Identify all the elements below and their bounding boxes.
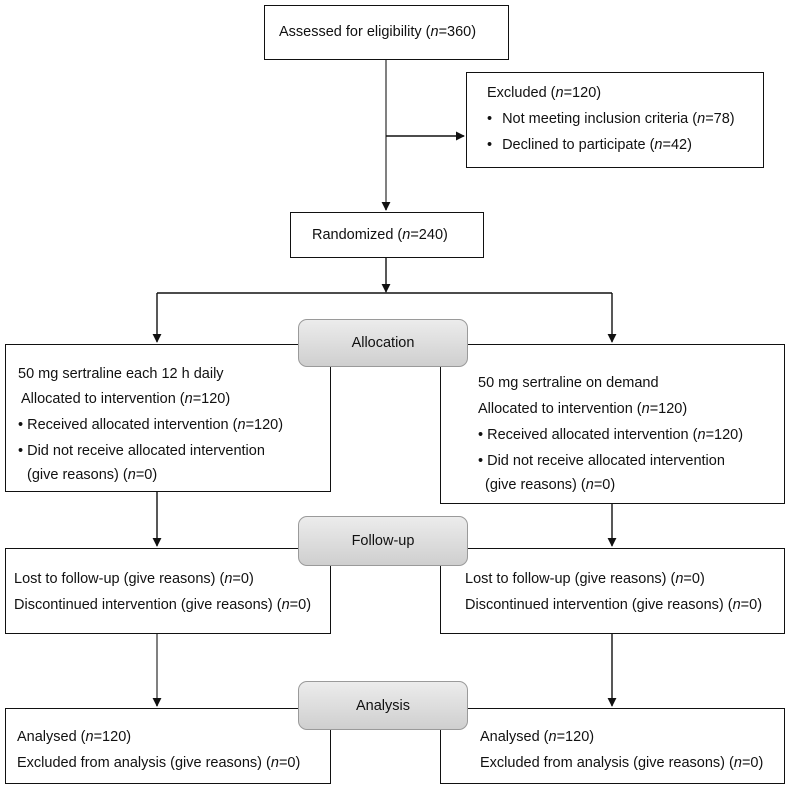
assessed-label: Assessed for eligibility (n=360) bbox=[279, 24, 477, 40]
right-not-received-reasons: (give reasons) (n=0) bbox=[485, 477, 616, 493]
randomized-label: Randomized (n=240) bbox=[312, 227, 448, 243]
right-allocated-count: Allocated to intervention (n=120) bbox=[478, 401, 688, 417]
left-not-received-reasons: (give reasons) (n=0) bbox=[27, 467, 158, 483]
right-analysis-box: Analysed (n=120) Excluded from analysis … bbox=[440, 708, 785, 784]
right-excluded-analysis: Excluded from analysis (give reasons) (n… bbox=[480, 755, 764, 771]
left-analysis-box: Analysed (n=120) Excluded from analysis … bbox=[5, 708, 331, 784]
right-not-received: • Did not receive allocated intervention bbox=[478, 453, 725, 469]
left-received-count: • Received allocated intervention (n=120… bbox=[18, 417, 284, 433]
stage-analysis: Analysis bbox=[298, 681, 468, 730]
excluded-title: Excluded (n=120) bbox=[487, 85, 602, 101]
left-discontinued: Discontinued intervention (give reasons)… bbox=[14, 597, 312, 613]
randomized-box: Randomized (n=240) bbox=[290, 212, 484, 258]
stage-allocation: Allocation bbox=[298, 319, 468, 367]
left-analysed-count: Analysed (n=120) bbox=[17, 729, 132, 745]
right-discontinued: Discontinued intervention (give reasons)… bbox=[465, 597, 763, 613]
bullet-icon: • bbox=[487, 137, 493, 153]
right-received-count: • Received allocated intervention (n=120… bbox=[478, 427, 744, 443]
left-allocated-count: Allocated to intervention (n=120) bbox=[21, 391, 231, 407]
stage-followup: Follow-up bbox=[298, 516, 468, 566]
bullet-icon: • bbox=[487, 111, 493, 127]
excluded-box: Excluded (n=120) •Not meeting inclusion … bbox=[466, 72, 764, 168]
left-not-received: • Did not receive allocated intervention bbox=[18, 443, 265, 459]
right-allocation-box: 50 mg sertraline on demand Allocated to … bbox=[440, 344, 785, 504]
right-allocation-title: 50 mg sertraline on demand bbox=[478, 375, 659, 391]
left-excluded-analysis: Excluded from analysis (give reasons) (n… bbox=[17, 755, 301, 771]
excluded-item-declined: •Declined to participate (n=42) bbox=[487, 137, 692, 153]
excluded-item-not-meeting: •Not meeting inclusion criteria (n=78) bbox=[487, 111, 735, 127]
left-lost-followup: Lost to follow-up (give reasons) (n=0) bbox=[14, 571, 254, 587]
right-followup-box: Lost to follow-up (give reasons) (n=0) D… bbox=[440, 548, 785, 634]
left-allocation-box: 50 mg sertraline each 12 h daily Allocat… bbox=[5, 344, 331, 492]
left-allocation-title: 50 mg sertraline each 12 h daily bbox=[18, 366, 224, 382]
right-lost-followup: Lost to follow-up (give reasons) (n=0) bbox=[465, 571, 705, 587]
right-analysed-count: Analysed (n=120) bbox=[480, 729, 595, 745]
left-followup-box: Lost to follow-up (give reasons) (n=0) D… bbox=[5, 548, 331, 634]
assessed-box: Assessed for eligibility (n=360) bbox=[264, 5, 509, 60]
